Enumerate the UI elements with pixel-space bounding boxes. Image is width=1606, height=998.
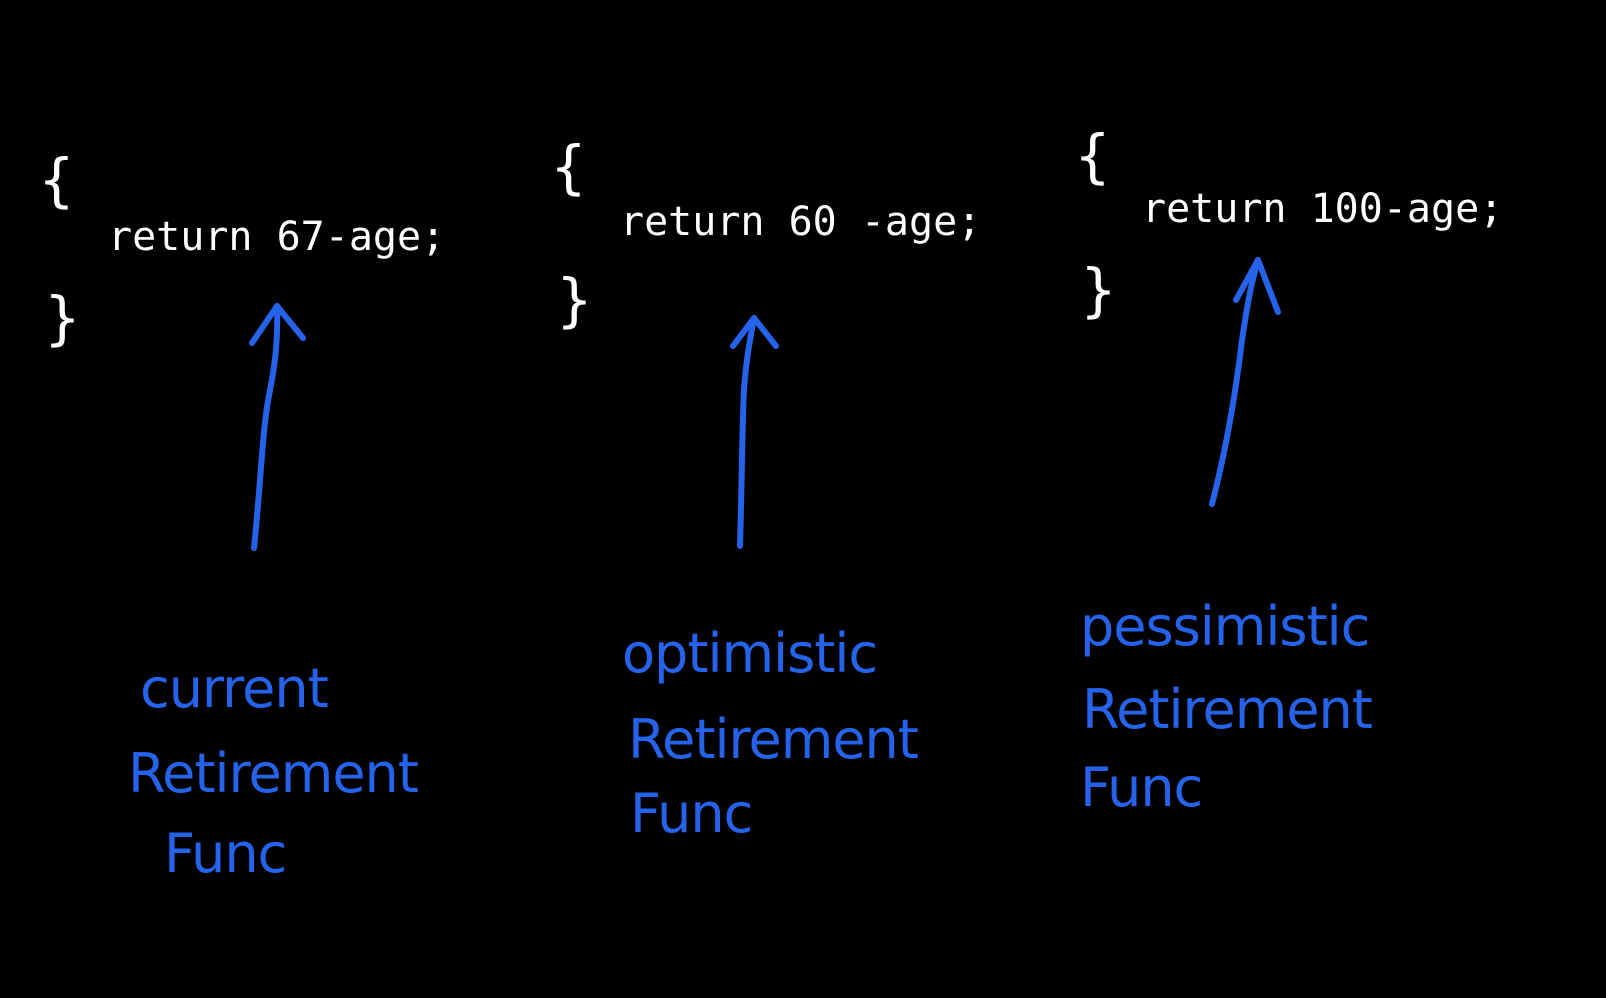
label-line-1: optimistic xyxy=(622,622,877,685)
label-line-2: Retirement xyxy=(628,708,918,771)
open-brace: { xyxy=(550,133,587,201)
arrow-up-icon xyxy=(737,315,757,549)
close-brace: } xyxy=(556,266,593,334)
code-line: return 60 -age; xyxy=(620,199,981,245)
label-line-3: Func xyxy=(1080,756,1202,819)
arrowhead-icon xyxy=(1233,257,1281,315)
label-line-2: Retirement xyxy=(1082,678,1372,741)
open-brace: { xyxy=(1074,122,1111,190)
code-line: return 100-age; xyxy=(1142,186,1503,232)
open-brace: { xyxy=(38,146,75,214)
arrow-up-icon xyxy=(251,303,281,551)
arrowhead-icon xyxy=(249,303,306,346)
label-line-3: Func xyxy=(164,822,286,885)
panel-current: { return 67-age; } current Retirement Fu… xyxy=(38,146,445,885)
label-line-1: pessimistic xyxy=(1080,595,1369,658)
close-brace: } xyxy=(44,284,81,352)
close-brace: } xyxy=(1080,256,1117,324)
label-line-1: current xyxy=(140,657,328,720)
label-line-2: Retirement xyxy=(128,742,418,805)
panel-optimistic: { return 60 -age; } optimistic Retiremen… xyxy=(550,133,981,845)
code-line: return 67-age; xyxy=(108,214,445,260)
arrow-up-icon xyxy=(1209,257,1261,507)
arrowhead-icon xyxy=(730,315,779,349)
panel-pessimistic: { return 100-age; } pessimistic Retireme… xyxy=(1074,122,1503,819)
label-line-3: Func xyxy=(630,782,752,845)
